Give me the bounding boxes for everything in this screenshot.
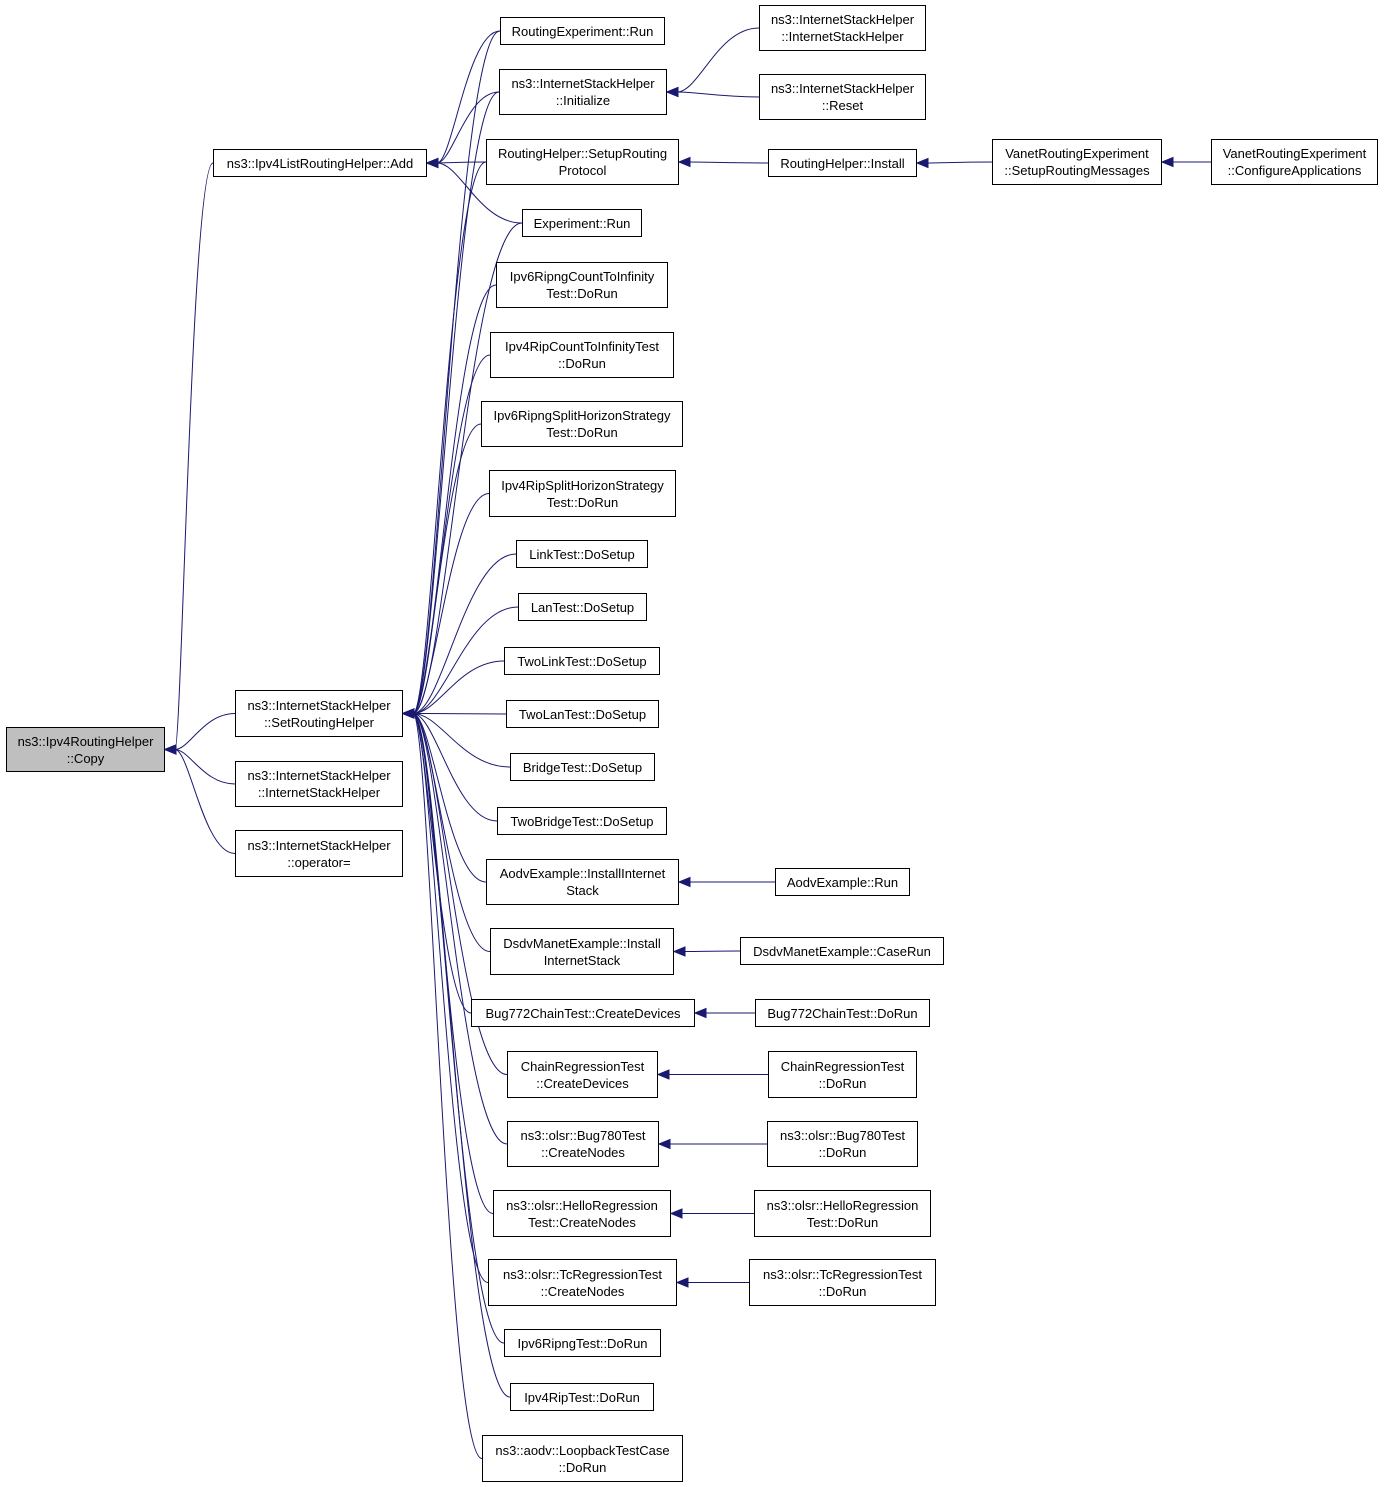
- node-internetstackhelper-setroutinghelper[interactable]: ns3::InternetStackHelper ::SetRoutingHel…: [235, 690, 403, 737]
- edge-bridgetest-to-ish_setrouting: [412, 713, 511, 768]
- edge-routingexp_run-to-ipv4list_add: [436, 30, 501, 164]
- edge-ish_ctor2-to-ish_initialize: [676, 27, 760, 93]
- arrowhead-bug780_create: [657, 1138, 671, 1150]
- node-olsr-helloregressiontest-dorun[interactable]: ns3::olsr::HelloRegression Test::DoRun: [754, 1190, 931, 1237]
- node-twolinktest-dosetup[interactable]: TwoLinkTest::DoSetup: [504, 647, 660, 675]
- arrowhead-routinghelper_install: [915, 157, 929, 169]
- node-olsr-tcregressiontest-createnodes[interactable]: ns3::olsr::TcRegressionTest ::CreateNode…: [488, 1259, 677, 1306]
- edge-ish_initialize-to-ipv4list_add: [436, 91, 500, 164]
- node-ipv6ripngsplithorizonstrategytest-dorun[interactable]: Ipv6RipngSplitHorizonStrategy Test::DoRu…: [481, 401, 683, 447]
- arrowhead-ipv4list_add: [425, 157, 439, 169]
- node-vanetroutingexperiment-setuproutingmessages[interactable]: VanetRoutingExperiment ::SetupRoutingMes…: [992, 139, 1162, 185]
- node-internetstackhelper-operator-assign[interactable]: ns3::InternetStackHelper ::operator=: [235, 830, 403, 877]
- edge-bug772_create-to-ish_setrouting: [412, 713, 472, 1014]
- edge-ipv4rip_cti-to-ish_setrouting: [412, 354, 491, 714]
- node-ipv4ripcounttoinfinitytest-dorun[interactable]: Ipv4RipCountToInfinityTest ::DoRun: [490, 332, 674, 378]
- node-bridgetest-dosetup[interactable]: BridgeTest::DoSetup: [510, 753, 655, 781]
- node-bug772chaintest-createdevices[interactable]: Bug772ChainTest::CreateDevices: [471, 999, 695, 1027]
- edge-ish_ctor-to-copy: [174, 749, 236, 785]
- edge-twolinktest-to-ish_setrouting: [412, 660, 505, 714]
- node-dsdvmanetexample-installinternetstack[interactable]: DsdvManetExample::Install InternetStack: [490, 928, 674, 975]
- node-chainregressiontest-createdevices[interactable]: ChainRegressionTest ::CreateDevices: [507, 1051, 658, 1098]
- node-routinghelper-setuproutingprotocol[interactable]: RoutingHelper::SetupRouting Protocol: [486, 139, 679, 185]
- edge-ipv4rip_shs-to-ish_setrouting: [412, 493, 490, 714]
- edge-ish_setrouting-to-copy: [174, 713, 236, 750]
- arrowhead-aodv_install: [677, 876, 691, 888]
- node-ipv4routinghelper-copy[interactable]: ns3::Ipv4RoutingHelper ::Copy: [6, 727, 165, 772]
- node-bug772chaintest-dorun[interactable]: Bug772ChainTest::DoRun: [755, 999, 930, 1027]
- node-ipv6ripngcounttoinfinitytest-dorun[interactable]: Ipv6RipngCountToInfinity Test::DoRun: [496, 262, 668, 308]
- node-lantest-dosetup[interactable]: LanTest::DoSetup: [518, 593, 647, 621]
- arrowhead-ish_initialize: [665, 86, 679, 98]
- edge-routinghelper_setup-to-ish_setrouting: [412, 161, 487, 714]
- edge-vanet_setup-to-routinghelper_install: [926, 161, 993, 164]
- node-olsr-bug780test-createnodes[interactable]: ns3::olsr::Bug780Test ::CreateNodes: [507, 1121, 659, 1167]
- node-olsr-tcregressiontest-dorun[interactable]: ns3::olsr::TcRegressionTest ::DoRun: [749, 1259, 936, 1306]
- node-routinghelper-install[interactable]: RoutingHelper::Install: [768, 149, 917, 177]
- node-aodvexample-installinternetstack[interactable]: AodvExample::InstallInternet Stack: [486, 859, 679, 905]
- arrowhead-hello_create: [669, 1208, 683, 1219]
- arrowhead-ish_setrouting: [401, 708, 415, 719]
- arrowhead-vanet_setup: [1160, 156, 1174, 168]
- node-ipv6ripngtest-dorun[interactable]: Ipv6RipngTest::DoRun: [504, 1329, 661, 1357]
- edge-ish_operator-to-copy: [174, 749, 236, 854]
- node-aodvexample-run[interactable]: AodvExample::Run: [775, 868, 910, 896]
- arrowhead-tcreg_create: [675, 1277, 689, 1288]
- edge-twolantest-to-ish_setrouting: [412, 713, 507, 715]
- edge-dsdv_caserun-to-dsdv_install: [683, 950, 741, 952]
- node-experiment-run[interactable]: Experiment::Run: [522, 209, 642, 237]
- edge-routinghelper_setup-to-ipv4list_add: [436, 161, 487, 164]
- node-internetstackhelper-reset[interactable]: ns3::InternetStackHelper ::Reset: [759, 74, 926, 120]
- node-aodv-loopbacktestcase-dorun[interactable]: ns3::aodv::LoopbackTestCase ::DoRun: [482, 1435, 683, 1482]
- node-chainregressiontest-dorun[interactable]: ChainRegressionTest ::DoRun: [768, 1051, 917, 1098]
- edge-routingexp_run-to-ish_setrouting: [412, 30, 501, 714]
- arrowhead-dsdv_install: [672, 946, 686, 957]
- node-olsr-bug780test-dorun[interactable]: ns3::olsr::Bug780Test ::DoRun: [767, 1121, 918, 1167]
- edge-twobridgetest-to-ish_setrouting: [412, 713, 498, 822]
- edge-ish_initialize-to-ish_setrouting: [412, 91, 500, 714]
- edge-chainreg_create-to-ish_setrouting: [412, 713, 508, 1075]
- node-olsr-helloregressiontest-createnodes[interactable]: ns3::olsr::HelloRegression Test::CreateN…: [493, 1190, 671, 1237]
- node-routingexperiment-run[interactable]: RoutingExperiment::Run: [500, 17, 665, 45]
- arrowhead-chainreg_create: [656, 1069, 670, 1080]
- edge-hello_create-to-ish_setrouting: [412, 713, 494, 1214]
- edge-ipv6ripng_test-to-ish_setrouting: [412, 713, 505, 1344]
- edge-ipv4rip_test-to-ish_setrouting: [412, 713, 511, 1398]
- edge-aodv_loopback-to-ish_setrouting: [412, 713, 483, 1459]
- node-ipv4ripsplithorizonstrategytest-dorun[interactable]: Ipv4RipSplitHorizonStrategy Test::DoRun: [489, 470, 676, 517]
- node-linktest-dosetup[interactable]: LinkTest::DoSetup: [516, 540, 648, 568]
- edge-bug780_create-to-ish_setrouting: [412, 713, 508, 1145]
- edge-ish_reset-to-ish_initialize: [676, 91, 760, 98]
- node-ipv4listroutinghelper-add[interactable]: ns3::Ipv4ListRoutingHelper::Add: [213, 149, 427, 177]
- node-ipv4riptest-dorun[interactable]: Ipv4RipTest::DoRun: [510, 1383, 654, 1411]
- node-twolantest-dosetup[interactable]: TwoLanTest::DoSetup: [506, 700, 659, 728]
- edge-experiment_run-to-ipv4list_add: [436, 162, 523, 224]
- node-dsdvmanetexample-caserun[interactable]: DsdvManetExample::CaseRun: [740, 937, 944, 965]
- node-vanetroutingexperiment-configureapplications[interactable]: VanetRoutingExperiment ::ConfigureApplic…: [1211, 139, 1378, 185]
- node-twobridgetest-dosetup[interactable]: TwoBridgeTest::DoSetup: [497, 807, 667, 835]
- edge-ipv6ripng_shs-to-ish_setrouting: [412, 423, 482, 714]
- edge-ipv4list_add-to-copy: [174, 162, 214, 750]
- edge-lantest-to-ish_setrouting: [412, 606, 519, 714]
- edge-routinghelper_install-to-routinghelper_setup: [688, 161, 769, 164]
- edge-linktest-to-ish_setrouting: [412, 553, 517, 714]
- arrowhead-bug772_create: [693, 1007, 707, 1019]
- edge-aodv_install-to-ish_setrouting: [412, 713, 487, 883]
- arrowhead-routinghelper_setup: [677, 156, 691, 168]
- node-internetstackhelper-ctor[interactable]: ns3::InternetStackHelper ::InternetStack…: [235, 761, 403, 807]
- node-internetstackhelper-ctor-caller[interactable]: ns3::InternetStackHelper ::InternetStack…: [759, 5, 926, 51]
- node-internetstackhelper-initialize[interactable]: ns3::InternetStackHelper ::Initialize: [499, 69, 667, 115]
- arrowhead-copy: [163, 744, 177, 755]
